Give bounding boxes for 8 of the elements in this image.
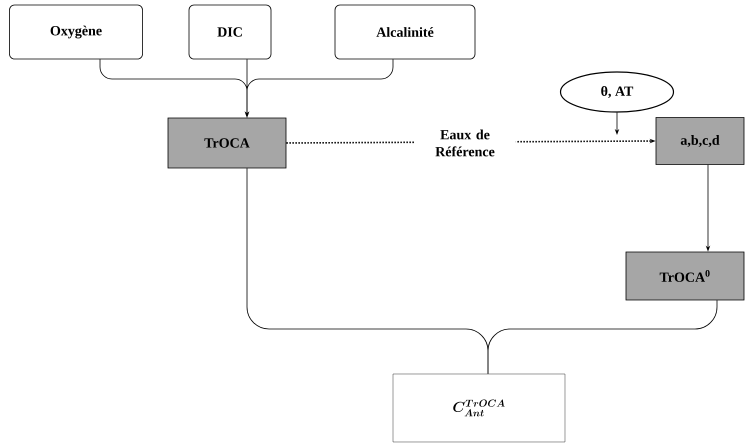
process-box: TrOCA$^{0}$ xyxy=(626,252,744,300)
input-box: Alcalinité xyxy=(334,4,476,60)
edge-label: Eaux de Référence xyxy=(414,126,516,160)
result-box: $C_{Ant}^{TrOCA}$ xyxy=(392,374,566,442)
input-box: Oxygène xyxy=(9,4,143,60)
input-box: DIC xyxy=(188,4,272,60)
process-box: a,b,c,d xyxy=(656,117,744,165)
process-box: TrOCA xyxy=(168,118,286,168)
